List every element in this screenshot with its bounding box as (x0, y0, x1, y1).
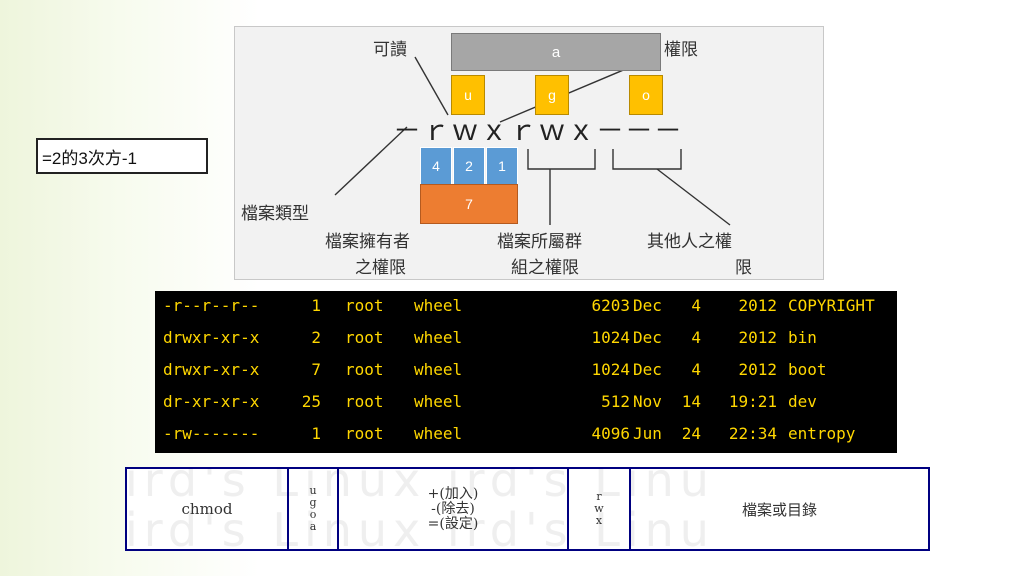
label-group-perm-1: 檔案所屬群 (497, 232, 582, 252)
box-bit-2: 2 (453, 147, 485, 185)
box-user-u: u (451, 75, 485, 115)
label-readable: 可讀 (373, 40, 407, 60)
box-group-g: g (535, 75, 569, 115)
label-permission: 權限 (664, 40, 698, 60)
box-sum-7: 7 (420, 184, 518, 224)
formula-text: =2的3次方-1 (42, 148, 137, 168)
label-owner-perm-2: 之權限 (355, 258, 406, 278)
box-bit-1: 1 (486, 147, 518, 185)
label-other-perm-2: 限 (735, 258, 752, 278)
box-all-a: a (451, 33, 661, 71)
label-other-perm-1: 其他人之權 (647, 232, 732, 252)
permission-diagram: 可讀 權限 a u g o －ｒｗｘｒｗｘ－－－ 4 2 1 7 檔案類型 檔案… (234, 26, 824, 280)
box-bit-4: 4 (420, 147, 452, 185)
permission-string: －ｒｗｘｒｗｘ－－－ (393, 114, 684, 147)
chmod-syntax-table: ird's Linux ird's Linu ird's Linux ird's… (125, 467, 930, 551)
label-owner-perm-1: 檔案擁有者 (325, 232, 410, 252)
syntax-command-cell: chmod (125, 467, 289, 551)
formula-box: =2的3次方-1 (36, 138, 208, 174)
syntax-ops-cell: +(加入)-(除去)=(設定) (337, 467, 569, 551)
box-other-o: o (629, 75, 663, 115)
label-file-type: 檔案類型 (241, 204, 309, 224)
syntax-target-cell: 檔案或目錄 (629, 467, 930, 551)
label-group-perm-2: 組之權限 (511, 258, 579, 278)
